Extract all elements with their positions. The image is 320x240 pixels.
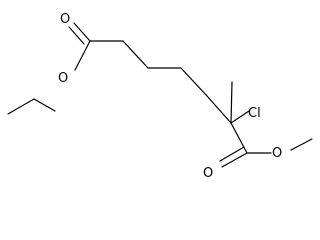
atom-o-carbonyl-ethyl-ester: O xyxy=(60,12,70,27)
bond-methyl-ester-carbonyl-a xyxy=(221,152,248,168)
bond-chain-4 xyxy=(180,67,208,97)
bond-chain-5 xyxy=(206,95,232,124)
bond-o-ester-carbon xyxy=(74,40,91,71)
atom-o-carbonyl-methyl-ester: O xyxy=(203,166,213,181)
bond-chain-2 xyxy=(122,40,149,69)
bond-methyl-ester-o-ch3 xyxy=(290,138,313,151)
bond-to-methyl-ester xyxy=(230,122,248,154)
atom-o-ether-ethyl-ester: O xyxy=(58,71,68,86)
bond-ethyl-ch3-ch2 xyxy=(7,98,35,115)
bond-ethyl-ch2-o xyxy=(33,98,56,112)
bond-ester-carbonyl-b xyxy=(68,26,85,45)
bond-methyl-branch xyxy=(230,81,233,124)
chemical-structure: O O Cl O O xyxy=(7,12,313,181)
atom-cl: Cl xyxy=(248,106,261,121)
bond-methyl-ester-carbonyl-b xyxy=(219,146,245,162)
bond-c-cl xyxy=(230,110,250,124)
bond-ester-carbonyl-a xyxy=(73,22,91,42)
atom-o-ether-methyl-ester: O xyxy=(272,146,282,161)
